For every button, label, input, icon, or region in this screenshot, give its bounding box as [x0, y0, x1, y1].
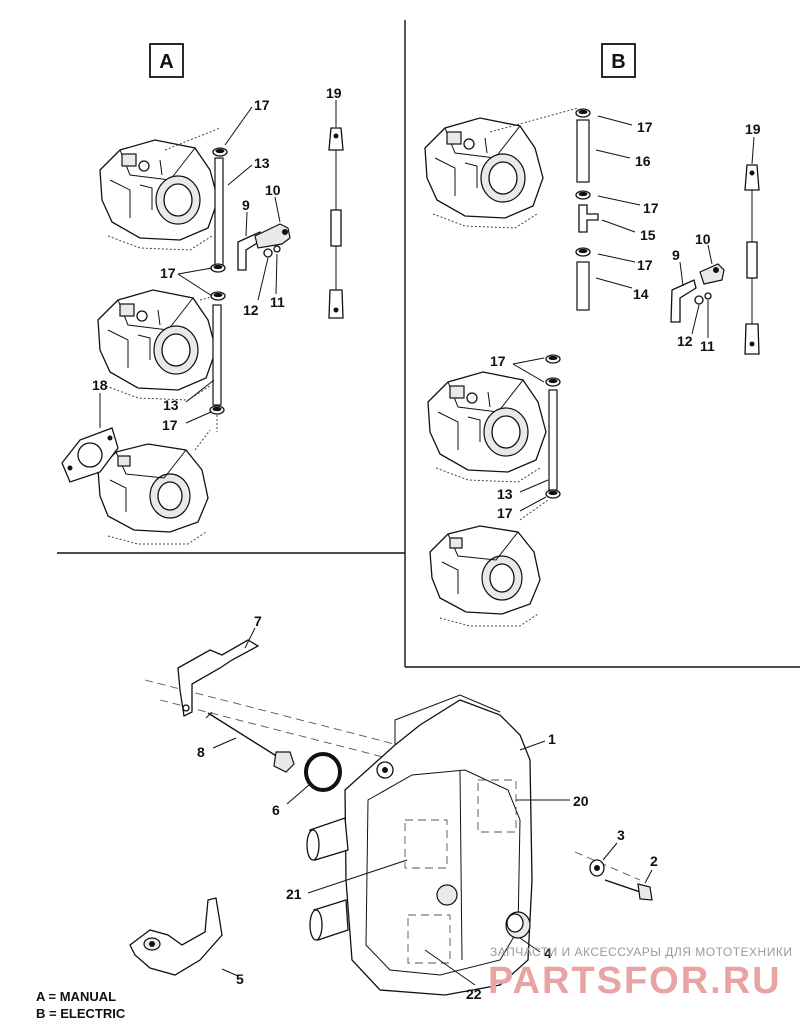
callout-p-2: 2 [650, 853, 658, 869]
callout-b-13: 13 [497, 486, 513, 502]
bracket-5 [129, 897, 223, 976]
clamp-b-1 [575, 108, 591, 118]
o-ring-6 [304, 752, 342, 792]
clamp-b-2 [575, 190, 591, 200]
plug-4 [505, 911, 531, 939]
carburetor-bottom-a [97, 443, 209, 545]
callout-b-17-1: 17 [637, 119, 653, 135]
bracket-7 [177, 639, 260, 717]
watermark-caption: ЗАПЧАСТИ И АКСЕССУАРЫ ДЛЯ МОТОТЕХНИКИ [490, 945, 792, 959]
fuel-line-b-13 [548, 389, 558, 491]
panel-a-label: A [159, 51, 173, 73]
clamp-b-6 [545, 489, 561, 499]
callout-a-10: 10 [265, 182, 281, 198]
watermark-brand: PARTSFOR.RU [488, 960, 782, 1002]
lower-assembly: 7 8 6 1 20 3 2 21 4 5 22 [129, 613, 658, 1002]
callout-p-6: 6 [272, 802, 280, 818]
screw-2 [604, 879, 653, 901]
callout-p-1: 1 [548, 731, 556, 747]
washer-a-12 [263, 248, 273, 258]
callout-a-11: 11 [270, 294, 285, 310]
carburetor-mid-a [97, 289, 217, 401]
clamp-b-4 [545, 354, 561, 364]
label-20 [477, 779, 517, 833]
label-21 [404, 819, 448, 869]
washer-a-11 [273, 245, 281, 253]
callout-p-4: 4 [544, 945, 552, 961]
callout-p-8: 8 [197, 744, 205, 760]
callout-p-7: 7 [254, 613, 262, 629]
callout-a-12: 12 [243, 302, 259, 318]
callout-a-17-bot: 17 [162, 417, 178, 433]
clamp-a-top [212, 147, 228, 157]
callout-b-17-5: 17 [497, 505, 513, 521]
callout-b-17-3: 17 [637, 257, 653, 273]
choke-knob-b [699, 263, 725, 285]
washer-3 [589, 859, 605, 877]
callout-p-20: 20 [573, 793, 589, 809]
callout-b-19: 19 [745, 121, 761, 137]
callout-a-19: 19 [326, 85, 342, 101]
callout-a-17-mid: 17 [160, 265, 176, 281]
callout-b-15: 15 [640, 227, 656, 243]
callout-p-22: 22 [466, 986, 482, 1002]
carburetor-bottom-b [429, 525, 541, 627]
clamp-a-mid-2 [210, 291, 226, 301]
callout-b-12: 12 [677, 333, 693, 349]
fuel-line-a-upper [214, 157, 224, 267]
callout-b-11: 11 [700, 338, 715, 354]
callout-a-13-bot: 13 [163, 397, 179, 413]
clamp-a-bottom [209, 405, 225, 415]
legend-manual: A = MANUAL [36, 989, 116, 1004]
choke-rod-b [744, 164, 760, 355]
callout-p-5: 5 [236, 971, 244, 987]
callout-b-14: 14 [633, 286, 649, 302]
panel-a-label-box [149, 43, 184, 78]
carburetor-top-b [424, 117, 544, 229]
callout-b-17-4: 17 [490, 353, 506, 369]
tee-fitting-b [578, 204, 599, 233]
panel-b-label: B [611, 51, 625, 73]
callout-b-9: 9 [672, 247, 680, 263]
callout-p-3: 3 [617, 827, 625, 843]
clamp-b-5 [545, 377, 561, 387]
fuel-tank-1 [306, 694, 533, 996]
clamp-a-mid-1 [210, 263, 226, 273]
label-22 [407, 914, 451, 964]
legend-electric: B = ELECTRIC [36, 1006, 126, 1021]
clamp-b-3 [575, 247, 591, 257]
panel-a: A [61, 43, 344, 545]
washer-b-11 [704, 292, 712, 300]
washer-b-12 [694, 295, 704, 305]
choke-rod-a [328, 127, 344, 319]
fuel-line-b-14 [576, 261, 590, 311]
bolt-8 [205, 711, 295, 773]
gasket-a [61, 427, 119, 483]
callout-p-21: 21 [286, 886, 302, 902]
callout-b-17-2: 17 [643, 200, 659, 216]
callout-a-9: 9 [242, 197, 250, 213]
carburetor-top-a [99, 139, 219, 251]
choke-knob-a [254, 223, 291, 249]
callout-a-18: 18 [92, 377, 108, 393]
panel-b-label-box [601, 43, 636, 78]
callout-b-16: 16 [635, 153, 651, 169]
panel-b: B [424, 43, 761, 627]
carburetor-mid-b [427, 371, 547, 483]
choke-lever-b [670, 279, 697, 323]
callout-a-13-top: 13 [254, 155, 270, 171]
callout-b-10: 10 [695, 231, 711, 247]
fuel-line-a-lower [212, 304, 222, 406]
callout-a-17-top: 17 [254, 97, 270, 113]
fuel-line-b-16 [576, 119, 590, 183]
